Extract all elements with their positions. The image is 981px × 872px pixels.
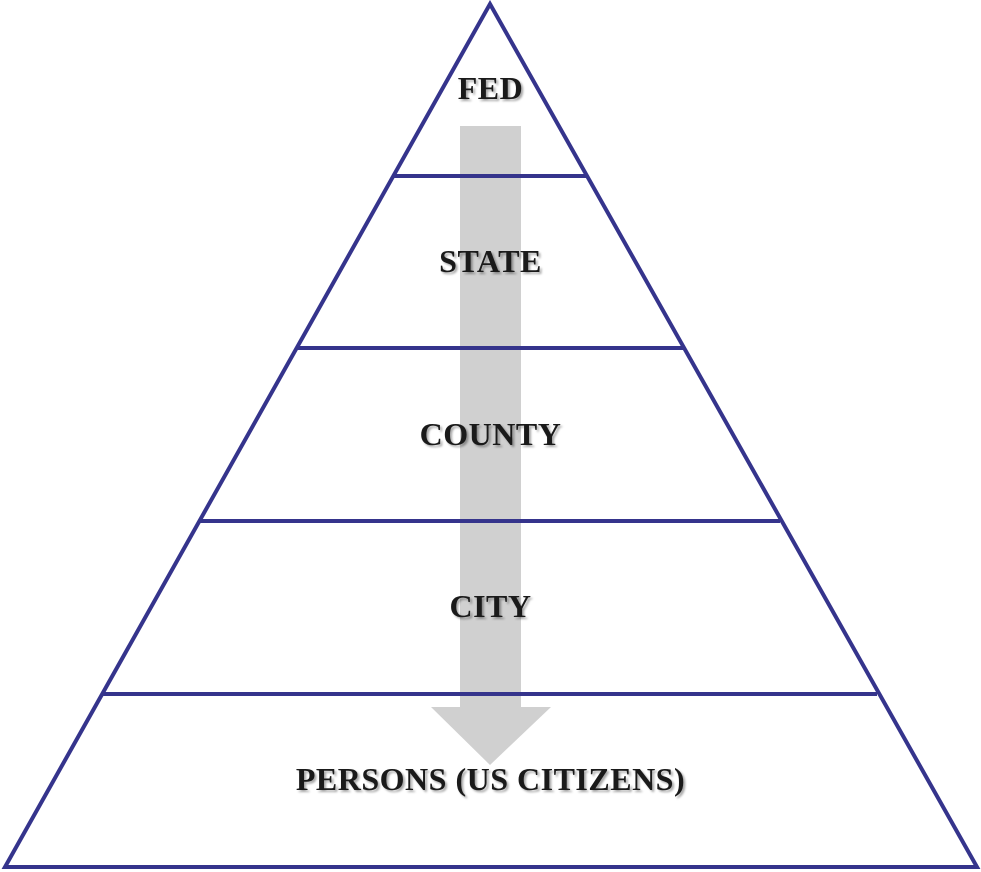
- tier-label-state: STATE: [439, 243, 542, 279]
- tier-label-county: COUNTY: [419, 416, 562, 452]
- downward-arrow: [431, 126, 551, 765]
- tier-label-fed: FED: [457, 70, 524, 106]
- tier-label-city: CITY: [449, 588, 532, 624]
- tier-label-persons: PERSONS (US CITIZENS): [295, 761, 686, 797]
